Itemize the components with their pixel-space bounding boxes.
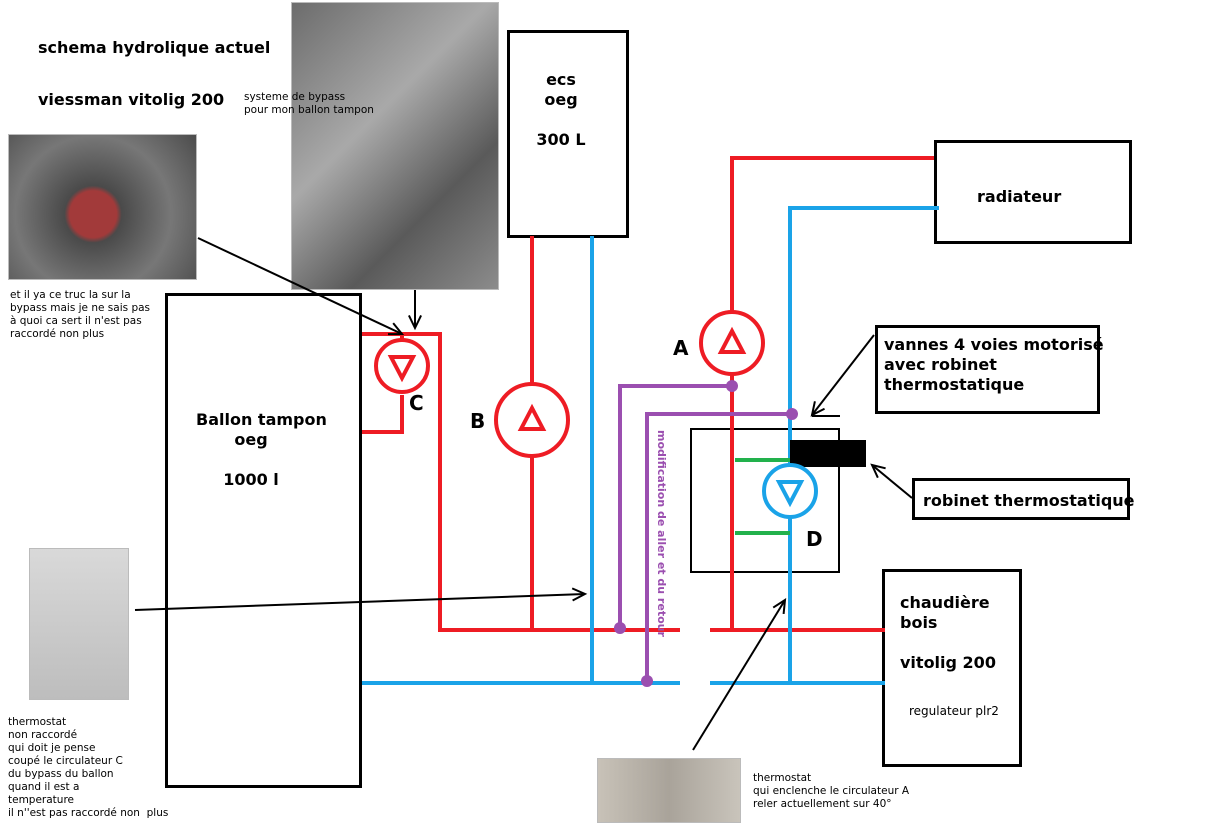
pump-b-label: B <box>470 409 486 433</box>
pump-d-symbol-icon <box>762 463 818 519</box>
pump-d-label: D <box>806 527 823 551</box>
boiler-label: chaudière bois vitolig 200 <box>900 593 996 672</box>
valve-note: et il ya ce truc la sur la bypass mais j… <box>10 289 151 340</box>
diagram-subtitle: viessman vitolig 200 <box>38 90 225 109</box>
pump-c-symbol-icon-arrow <box>387 355 417 383</box>
pointer-arrow-icon <box>134 593 586 611</box>
pointer-arrow-icon-head <box>408 314 422 331</box>
thermo-valve-box <box>912 478 1130 520</box>
pump-a-symbol-icon-arrow <box>717 326 747 354</box>
supply-pipe-radiator <box>730 156 934 630</box>
thermo-valve-label: robinet thermostatique <box>923 491 1135 510</box>
pointer-arrow-icon <box>811 334 875 416</box>
junction-dot <box>614 622 626 634</box>
junction-dot <box>726 380 738 392</box>
pointer-arrow-icon-head <box>772 598 787 615</box>
modified-return-line <box>645 412 792 683</box>
photo-thermostat-right <box>597 758 741 823</box>
boiler-box <box>882 569 1022 767</box>
diagram-title: schema hydrolique actuel <box>38 38 271 57</box>
return-pipe-radiator <box>788 206 939 683</box>
photo-valve-actuator <box>8 134 197 280</box>
thermostat-left-note: thermostat non raccordé qui doit je pens… <box>8 716 169 819</box>
dhw-tank-box <box>507 30 629 238</box>
radiator-label: radiateur <box>977 187 1062 206</box>
pointer-arrow-icon-head <box>571 587 588 602</box>
pointer-arrow-icon-head <box>870 463 886 479</box>
buffer-tank-label: Ballon tampon oeg 1000 l <box>196 410 327 489</box>
buffer-tank-box <box>165 293 362 788</box>
pump-a-symbol-icon <box>699 310 765 376</box>
photo-thermostat-left <box>29 548 129 700</box>
pump-a-label: A <box>673 336 689 360</box>
valve-box <box>875 325 1100 414</box>
junction-dot <box>641 675 653 687</box>
junction-dot <box>786 408 798 420</box>
dhw-tank-label: ecs oeg 300 L <box>536 70 586 149</box>
pump-b-symbol-icon <box>494 382 570 458</box>
thermostat-right-note: thermostat qui enclenche le circulateur … <box>753 772 910 810</box>
photo-bypass-pump <box>291 2 499 290</box>
pointer-arrow-icon-head <box>387 322 405 336</box>
modified-supply-line <box>618 384 732 630</box>
thermostatic-valve-block <box>790 440 866 467</box>
pump-c-symbol-icon <box>374 338 430 394</box>
pointer-arrow-icon <box>197 237 403 335</box>
radiator-box <box>934 140 1132 244</box>
valve-box-label: vannes 4 voies motorisé avec robinet the… <box>884 335 1104 394</box>
pump-d-symbol-icon-arrow <box>775 480 805 508</box>
pump-b-symbol-icon-arrow <box>517 403 547 431</box>
flow-change-label: modification de aller et du retour <box>655 430 668 637</box>
bypass-return-line <box>362 395 404 434</box>
pointer-arrow-icon <box>871 464 913 499</box>
bypass-note: systeme de bypass pour mon ballon tampon <box>244 91 374 116</box>
pump-c-label: C <box>409 391 424 415</box>
pointer-arrow-icon <box>692 599 786 751</box>
boiler-regulator-label: regulateur plr2 <box>909 704 999 718</box>
